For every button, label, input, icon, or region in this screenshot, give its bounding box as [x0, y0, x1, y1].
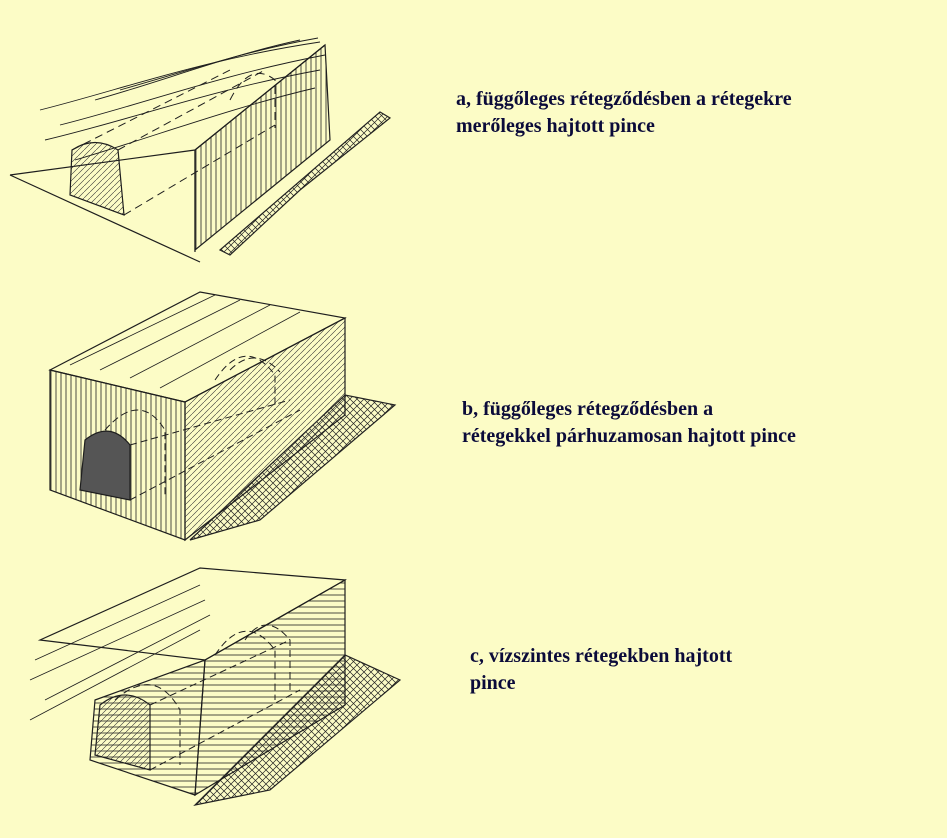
diagram-a [9, 37, 392, 263]
tunnel-entrance [69, 141, 125, 216]
caption-a: a, függőleges rétegződésben a rétegekre … [456, 86, 792, 140]
caption-b-line1: b, függőleges rétegződésben a [462, 398, 714, 420]
diagram-b [48, 291, 397, 542]
face-right [184, 317, 346, 542]
caption-b: b, függőleges rétegződésben a rétegekkel… [462, 396, 796, 450]
caption-c-line1: c, vízszintes rétegekben hajtott [470, 645, 733, 667]
caption-a-line1: a, függőleges rétegződésben a rétegekre [456, 88, 792, 110]
tunnel-entrance [94, 694, 151, 771]
caption-a-line2: merőleges hajtott pince [456, 115, 655, 137]
caption-c-line2: pince [470, 672, 516, 694]
ground-hatch [218, 111, 392, 256]
tunnel-entrance [79, 430, 131, 501]
caption-c: c, vízszintes rétegekben hajtott pince [470, 643, 732, 697]
caption-b-line2: rétegekkel párhuzamosan hajtott pince [462, 425, 796, 447]
diagram-c [29, 567, 402, 806]
